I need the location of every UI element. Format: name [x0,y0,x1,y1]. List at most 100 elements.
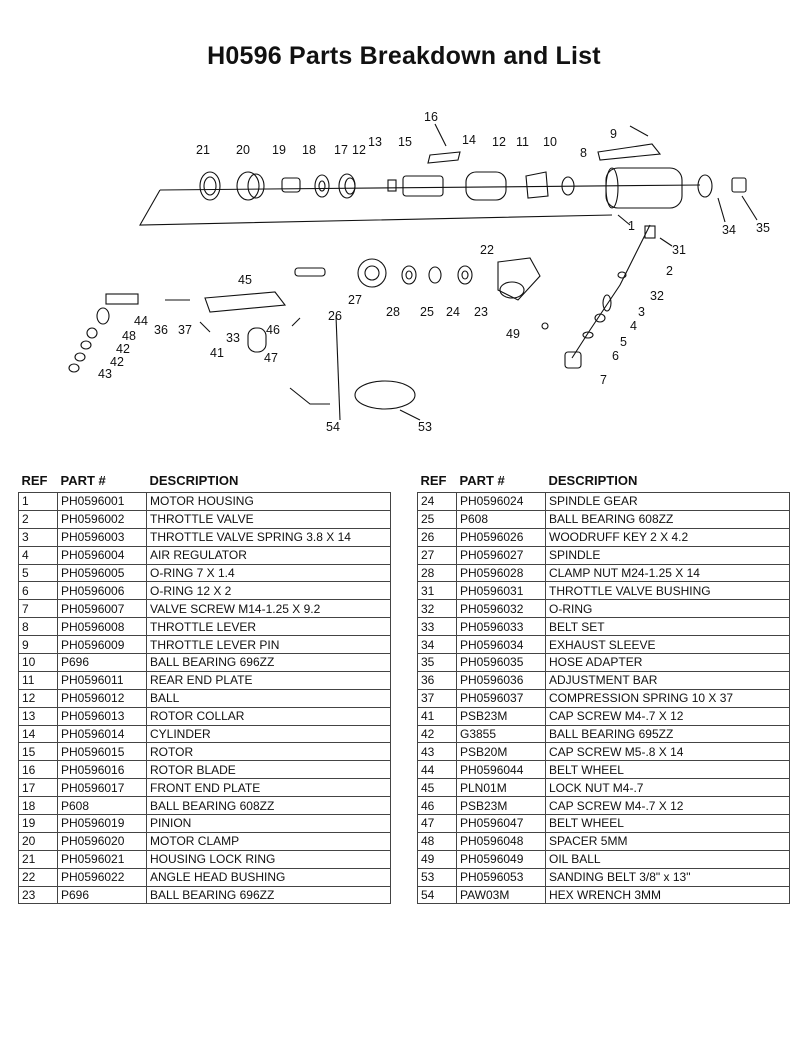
ref-cell: 41 [417,706,457,726]
description-cell: O-RING [545,599,790,619]
ref-cell: 31 [417,581,457,601]
part-number-cell: PH0596008 [57,617,147,637]
description-cell: THROTTLE LEVER PIN [146,635,391,655]
description-cell: BALL BEARING 696ZZ [146,653,391,672]
description-cell: ROTOR [146,742,391,762]
description-cell: SPINDLE [545,545,790,565]
ref-column-header: REF [21,473,48,488]
ref-cell: 53 [417,867,457,887]
part-number-cell: PH0596049 [456,849,546,869]
ref-cell: 49 [417,849,457,869]
callout-label: 14 [462,133,476,147]
description-cell: CAP SCREW M5-.8 X 14 [545,742,790,762]
callout-label: 31 [672,243,686,257]
table-header-row: REF PART # DESCRIPTION [418,470,790,493]
ref-cell: 16 [18,760,58,780]
description-cell: BELT WHEEL [545,760,790,780]
description-cell: AIR REGULATOR [146,545,391,565]
ref-column-header: REF [420,473,447,488]
part-number-cell: PH0596012 [57,688,147,708]
callout-label: 12 [492,135,506,149]
part-number-cell: PH0596024 [456,492,546,511]
callout-label: 4 [630,319,637,333]
part-number-cell: PH0596007 [57,599,147,619]
ref-cell: 13 [18,706,58,726]
description-cell: BALL BEARING 695ZZ [545,724,790,744]
part-number-cell: PAW03M [456,885,546,905]
part-number-cell: PH0596026 [456,527,546,547]
part-number-cell: PH0596034 [456,635,546,655]
callout-label: 27 [348,293,362,307]
description-cell: BALL BEARING 608ZZ [545,509,790,529]
ref-cell: 23 [18,885,58,905]
description-cell: HEX WRENCH 3MM [545,885,790,905]
callout-label: 47 [264,351,278,365]
part-number-cell: PH0596005 [57,563,147,583]
callout-label: 3 [638,305,645,319]
part-number-cell: PH0596001 [57,492,147,511]
ref-cell: 35 [417,653,457,672]
callout-label: 23 [474,305,488,319]
description-cell: CAP SCREW M4-.7 X 12 [545,796,790,816]
part-number-cell: PH0596037 [456,688,546,708]
callout-label: 11 [516,135,529,149]
description-cell: PINION [146,814,391,833]
description-cell: EXHAUST SLEEVE [545,635,790,655]
part-number-cell: PH0596015 [57,742,147,762]
ref-cell: 7 [18,599,58,619]
part-number-cell: PH0596002 [57,509,147,529]
part-number-cell: PH0596009 [57,635,147,655]
part-number-cell: PH0596019 [57,814,147,833]
description-column-header: DESCRIPTION [548,473,638,488]
part-number-cell: P608 [57,796,147,816]
description-cell: ADJUSTMENT BAR [545,670,790,690]
description-cell: CAP SCREW M4-.7 X 12 [545,706,790,726]
description-cell: CYLINDER [146,724,391,744]
description-cell: LOCK NUT M4-.7 [545,778,790,798]
description-cell: CLAMP NUT M24-1.25 X 14 [545,563,790,583]
callout-label: 34 [722,223,736,237]
ref-cell: 25 [417,509,457,529]
exploded-parts-diagram: 1 2 3 4 5 6 7 8 9 10 11 12 13 14 15 16 1… [0,95,808,450]
callout-label: 42 [116,342,130,356]
description-cell: FRONT END PLATE [146,778,391,798]
description-cell: THROTTLE VALVE BUSHING [545,581,790,601]
callout-label: 53 [418,420,432,434]
ref-cell: 15 [18,742,58,762]
part-number-cell: PH0596048 [456,831,546,851]
description-cell: OIL BALL [545,849,790,869]
ref-cell: 17 [18,778,58,798]
part-number-cell: PH0596022 [57,867,147,887]
part-number-cell: PH0596014 [57,724,147,744]
callout-label: 16 [424,110,438,124]
callout-label: 5 [620,335,627,349]
description-cell: O-RING 12 X 2 [146,581,391,601]
callout-label: 36 [154,323,168,337]
part-number-cell: PH0596013 [57,706,147,726]
description-cell: THROTTLE VALVE SPRING 3.8 X 14 [146,527,391,547]
callout-label: 44 [134,314,148,328]
description-cell: VALVE SCREW M14-1.25 X 9.2 [146,599,391,619]
description-cell: BALL BEARING 696ZZ [146,885,391,905]
part-number-cell: PH0596033 [456,617,546,637]
